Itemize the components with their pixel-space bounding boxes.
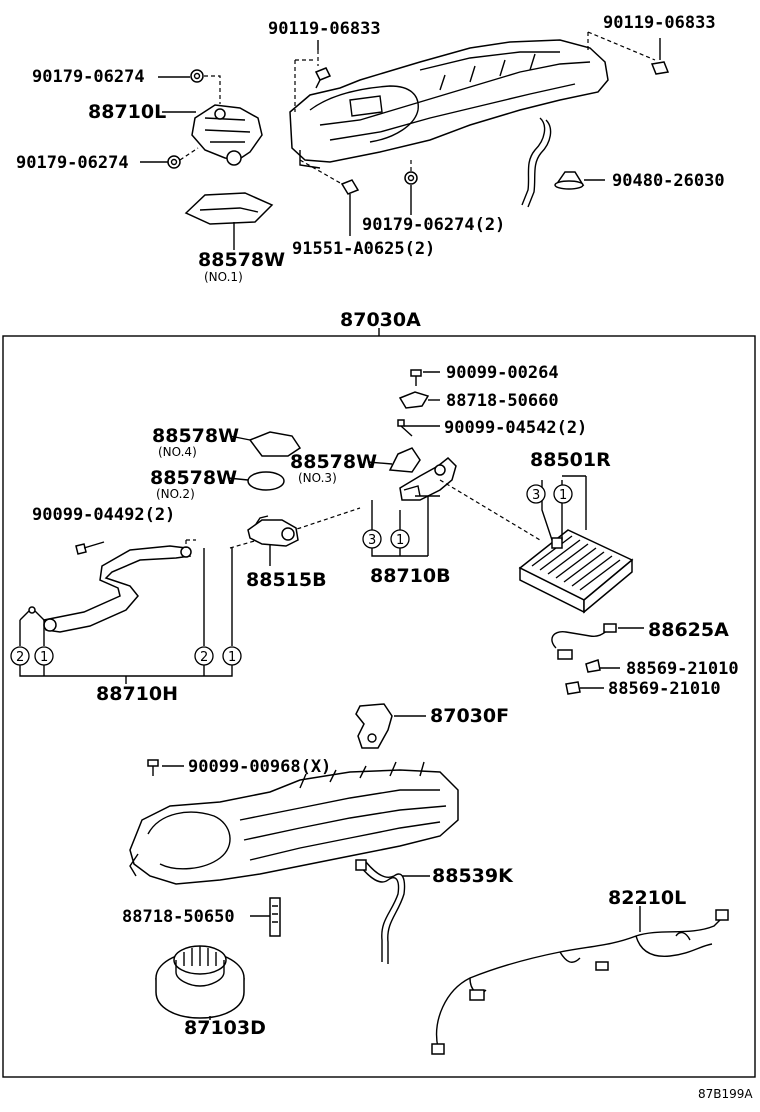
callout-88501R (526, 484, 573, 504)
seal-no1 (184, 192, 274, 225)
screw-90099-04492 (75, 541, 105, 555)
callout-3-r: 3 (532, 488, 540, 503)
callout-1-b: 1 (396, 533, 404, 548)
label-screw-c: 90099-04492(2) (32, 505, 175, 525)
label-rod-88710H: 88710H (96, 683, 178, 705)
nut-lower (167, 155, 181, 169)
label-pipe-88539K: 88539K (432, 865, 514, 887)
bolt-left (314, 67, 332, 89)
clamp-a (585, 659, 601, 673)
callout-2-h-right: 2 (200, 650, 208, 665)
label-seal-no2-note: (NO.2) (156, 487, 195, 501)
label-bolt-bottom: 91551-A0625(2) (292, 239, 435, 259)
nut-bottom (404, 171, 418, 185)
wire-harness-82210L (431, 909, 729, 1055)
clip-88718-50650 (269, 897, 281, 937)
label-seal-no4-note: (NO.4) (158, 445, 197, 459)
label-clamp-b: 88569-21010 (608, 679, 721, 699)
label-damper-88710B: 88710B (370, 565, 451, 587)
label-nut-bottom: 90179-06274(2) (362, 215, 505, 235)
label-damper-servo-88710L: 88710L (88, 101, 166, 123)
label-clip-90480: 90480-26030 (612, 171, 725, 191)
damper-servo-88710L (191, 104, 263, 166)
bracket-87030F (355, 703, 393, 749)
upper-heater-unit (289, 39, 609, 208)
callout-1-h-right: 1 (228, 650, 236, 665)
assembly-frame (2, 335, 756, 1078)
label-servo-88515B: 88515B (246, 569, 327, 591)
label-clamp-a: 88569-21010 (626, 659, 739, 679)
label-bracket-87030F: 87030F (430, 705, 509, 727)
callout-3-b: 3 (368, 533, 376, 548)
label-screw-x: 90099-00968(X) (188, 757, 331, 777)
label-seal-no3-note: (NO.3) (298, 471, 337, 485)
seal-no4 (248, 431, 302, 457)
label-nut-upper: 90179-06274 (32, 67, 145, 87)
screw-90099-04542 (397, 419, 413, 437)
damper-88710B (399, 456, 457, 501)
label-screw-a: 90099-00264 (446, 363, 559, 383)
label-assembly-87030A: 87030A (340, 309, 421, 331)
clamp-b (565, 681, 581, 695)
thermistor-88625A (551, 623, 617, 660)
clip-88718-50660 (398, 391, 430, 409)
label-bolt-right: 90119-06833 (603, 13, 716, 33)
seal-no2 (247, 471, 285, 491)
servo-88515B (247, 515, 299, 547)
label-seal-no3: 88578W (290, 451, 377, 473)
callout-1-r: 1 (559, 488, 567, 503)
label-thermistor: 88625A (648, 619, 729, 641)
screw-90099-00264 (410, 369, 422, 386)
label-wire-82210L: 82210L (608, 887, 686, 909)
callout-1-h-left: 1 (40, 650, 48, 665)
blower-motor-87103D (155, 945, 245, 1019)
label-seal-no4: 88578W (152, 425, 239, 447)
label-nut-lower: 90179-06274 (16, 153, 129, 173)
label-seal-no1-note: (NO.1) (204, 270, 243, 284)
rod-88710H (43, 545, 192, 633)
figure-code: 87B199A (698, 1087, 753, 1101)
label-seal-no1: 88578W (198, 249, 285, 271)
heater-core-88501R (518, 529, 634, 614)
bolt-bottom (340, 179, 360, 195)
label-clip-a: 88718-50660 (446, 391, 559, 411)
clip-90480 (554, 171, 585, 190)
lower-heater-unit (129, 761, 459, 885)
callout-2-h-left: 2 (16, 650, 24, 665)
label-blower-motor: 87103D (184, 1017, 266, 1039)
label-clip-b: 88718-50650 (122, 907, 235, 927)
callout-88710B (362, 495, 440, 557)
seal-no3 (388, 447, 421, 473)
bolt-right (650, 61, 670, 75)
label-seal-no2: 88578W (150, 467, 237, 489)
label-screw-b: 90099-04542(2) (444, 418, 587, 438)
pipe-88539K (355, 859, 406, 964)
nut-upper (190, 69, 204, 83)
screw-90099-00968 (147, 759, 159, 776)
label-heater-core: 88501R (530, 449, 611, 471)
label-bolt-left: 90119-06833 (268, 19, 381, 39)
